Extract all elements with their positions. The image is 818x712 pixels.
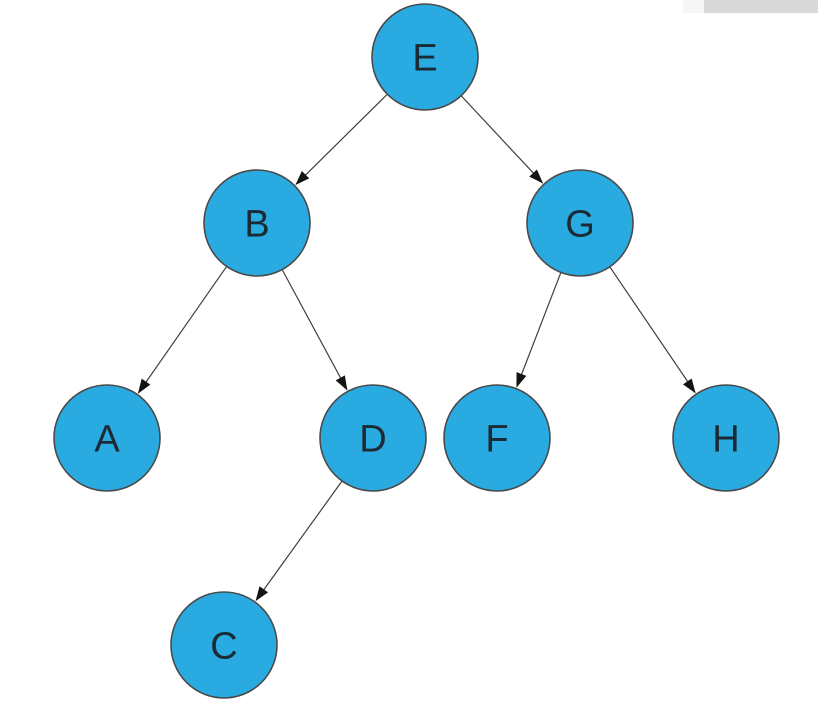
tree-node-D: D bbox=[319, 384, 427, 492]
edge-E-G bbox=[460, 95, 544, 184]
edge-B-A bbox=[137, 266, 228, 394]
node-circle-H bbox=[672, 384, 780, 492]
tree-node-F: F bbox=[443, 384, 551, 492]
tree-node-A: A bbox=[53, 384, 161, 492]
node-circle-E bbox=[371, 3, 479, 111]
edge-E-B bbox=[295, 93, 388, 186]
tree-node-H: H bbox=[672, 384, 780, 492]
node-circle-G bbox=[526, 169, 634, 277]
tree-node-G: G bbox=[526, 169, 634, 277]
edge-G-H bbox=[609, 266, 696, 394]
edge-G-F bbox=[516, 272, 562, 388]
tree-node-C: C bbox=[170, 591, 278, 699]
node-circle-A bbox=[53, 384, 161, 492]
tree-node-B: B bbox=[203, 169, 311, 277]
window-artifact-strip-segment-1 bbox=[683, 0, 704, 13]
node-circle-F bbox=[443, 384, 551, 492]
tree-node-E: E bbox=[371, 3, 479, 111]
edge-B-D bbox=[281, 269, 348, 391]
node-circle-C bbox=[170, 591, 278, 699]
window-artifact-strip-segment-2 bbox=[704, 0, 818, 13]
node-circle-D bbox=[319, 384, 427, 492]
node-circle-B bbox=[203, 169, 311, 277]
edge-D-C bbox=[255, 480, 343, 602]
edges-layer bbox=[137, 93, 696, 602]
